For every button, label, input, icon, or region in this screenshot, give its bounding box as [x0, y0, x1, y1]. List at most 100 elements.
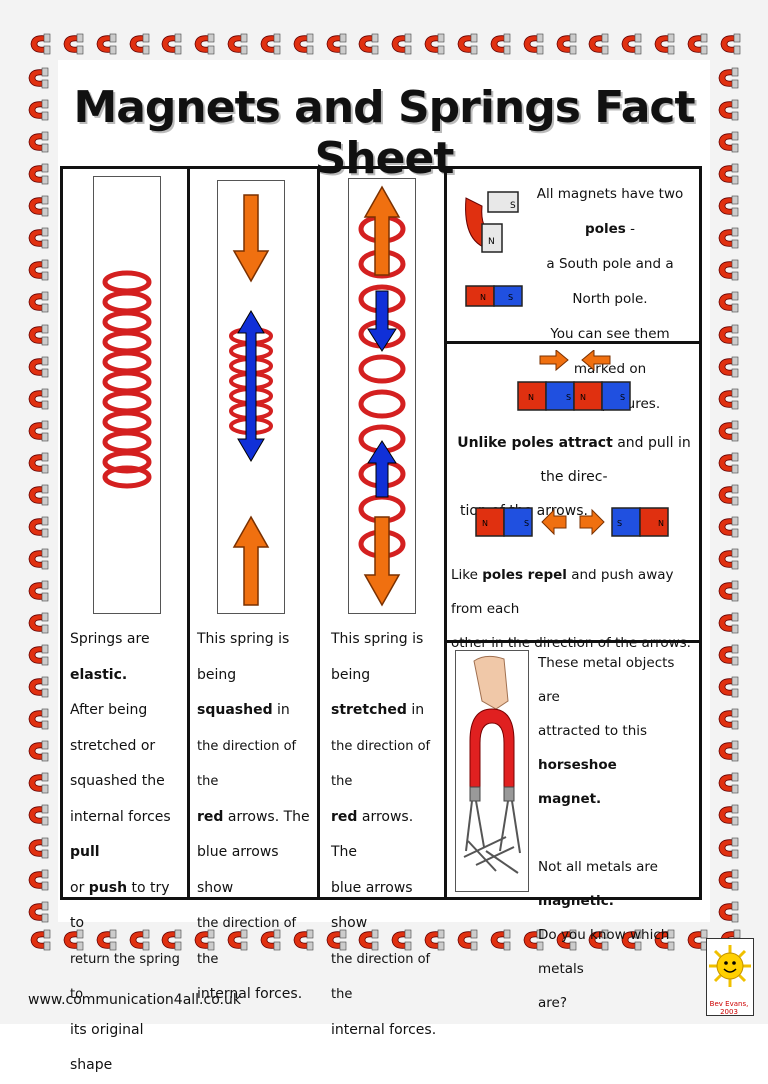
- horseshoe-magnet-icon: [28, 452, 49, 474]
- horseshoe-magnet-icon: [293, 33, 314, 55]
- pole-label: N: [580, 393, 586, 402]
- elastic-text: Springs are elastic. After being stretch…: [70, 622, 188, 1084]
- horseshoe-magnet-icon: [28, 67, 49, 89]
- horseshoe-magnet-icon: [718, 773, 739, 794]
- author-logo: [706, 938, 754, 1016]
- horseshoe-magnet-icon: [654, 929, 675, 951]
- horseshoe-magnet-icon: [718, 901, 739, 922]
- arrow-left-icon: [541, 508, 567, 536]
- text: and push away from each: [451, 567, 674, 617]
- sun-icon: [709, 945, 751, 987]
- horseshoe-magnet-icon: [718, 837, 739, 858]
- horseshoe-magnet-icon: [718, 195, 739, 217]
- horseshoe-magnet-icon: [391, 929, 412, 951]
- keyword: elastic.: [70, 666, 128, 683]
- horseshoe-text: These metal objects are attracted to thi…: [538, 646, 698, 1020]
- text: arrows. The: [331, 808, 414, 861]
- pole-label: N: [658, 519, 664, 528]
- text: Like: [451, 567, 483, 583]
- horseshoe-magnet-icon: [718, 869, 739, 890]
- text: These metal objects are: [538, 655, 675, 705]
- text: attracted to this: [538, 723, 648, 739]
- horseshoe-magnet-icon: [28, 292, 49, 313]
- horseshoe-magnet-icon: [28, 356, 49, 377]
- text: This spring is: [331, 631, 424, 647]
- horseshoe-magnet-icon: [227, 929, 248, 951]
- horseshoe-magnet-icon: [28, 869, 49, 890]
- horseshoe-magnet-icon: S N: [465, 191, 519, 253]
- keyword: squashed: [197, 702, 273, 718]
- red-arrow-icon: [232, 515, 270, 606]
- horseshoe-magnet-icon: [194, 33, 215, 55]
- horseshoe-magnet-icon: [28, 195, 49, 217]
- pole-label: S: [620, 393, 625, 402]
- horseshoe-magnet-icon: [28, 805, 49, 826]
- horseshoe-magnet-icon: [687, 33, 708, 55]
- text: other in the direction of the arrows.: [451, 635, 691, 651]
- horseshoe-magnet-icon: [718, 420, 739, 441]
- text: in: [272, 702, 290, 718]
- keyword: horseshoe: [538, 757, 617, 773]
- keyword: stretched: [331, 702, 407, 718]
- text: return the spring to: [70, 951, 180, 1003]
- horseshoe-magnet-icon: [718, 228, 739, 249]
- horseshoe-magnet-icon: [556, 33, 576, 55]
- horseshoe-magnet-icon: [28, 741, 49, 762]
- horseshoe-magnet-icon: [556, 929, 576, 951]
- horseshoe-magnet-icon: [359, 33, 379, 55]
- horseshoe-magnet-icon: [28, 260, 49, 281]
- blue-arrow-icon: [367, 290, 397, 352]
- website-url: www.communication4all.co.uk: [28, 992, 241, 1008]
- keyword: poles: [585, 221, 626, 237]
- squashed-spring-picture: [217, 180, 285, 614]
- horseshoe-magnet-icon: [161, 33, 182, 55]
- arrow-right-icon: [539, 350, 569, 372]
- horseshoe-magnet-icon: [718, 260, 739, 281]
- pole-label: S: [524, 519, 529, 528]
- text: and pull in the direc-: [540, 435, 691, 485]
- text: Do you know which metals: [538, 927, 670, 977]
- horseshoe-magnet-icon: [718, 356, 739, 377]
- text: the direction of the: [331, 951, 431, 1003]
- horseshoe-magnet-icon: [28, 548, 49, 570]
- horseshoe-magnet-icon: [28, 612, 49, 634]
- horseshoe-magnet-icon: [28, 676, 49, 698]
- keyword: pull: [70, 844, 100, 860]
- horseshoe-magnet-icon: [588, 929, 609, 951]
- text: This spring is: [197, 631, 290, 647]
- logo-signature: Bev Evans, 2003: [709, 1000, 749, 1016]
- divider: [444, 640, 702, 643]
- horseshoe-magnet-icon: [654, 33, 675, 55]
- horseshoe-magnet-icon: [424, 929, 445, 951]
- text: squashed the: [70, 773, 165, 789]
- horseshoe-magnet-icon: [63, 929, 84, 951]
- horseshoe-magnet-icon: [28, 99, 49, 121]
- horseshoe-magnet-icon: [359, 929, 379, 951]
- pole-label: N: [488, 237, 495, 247]
- horseshoe-magnet-icon: [391, 33, 412, 55]
- horseshoe-magnet-icon: [28, 901, 49, 922]
- horseshoe-magnet-icon: [718, 324, 739, 345]
- red-arrow-icon: [363, 516, 401, 607]
- horseshoe-magnet-icon: [718, 292, 739, 313]
- horseshoe-magnet-icon: [718, 516, 739, 538]
- hand-icon: [473, 655, 509, 710]
- text: or: [70, 879, 89, 896]
- pole-label: N: [528, 393, 534, 402]
- horseshoe-magnet-icon: [28, 131, 49, 153]
- keyword: push: [88, 879, 128, 896]
- horseshoe-magnet-icon: [63, 33, 84, 55]
- text: a South pole and a North pole.: [546, 256, 674, 307]
- horseshoe-magnet-icon: [718, 548, 739, 570]
- text: stretched or: [70, 737, 156, 754]
- horseshoe-magnet-icon: [28, 388, 49, 409]
- border-right: [714, 64, 744, 924]
- poles-text: All magnets have two poles - a South pol…: [528, 177, 692, 422]
- arrow-right-icon: [579, 508, 605, 536]
- horseshoe-magnet-icon: [588, 33, 609, 55]
- horseshoe-magnet-icon: [718, 67, 739, 89]
- horseshoe-magnet-icon: [718, 484, 739, 506]
- page-title: Magnets and Springs Fact Sheet: [73, 82, 695, 184]
- text: its original shape: [70, 1021, 144, 1074]
- divider: [444, 341, 702, 344]
